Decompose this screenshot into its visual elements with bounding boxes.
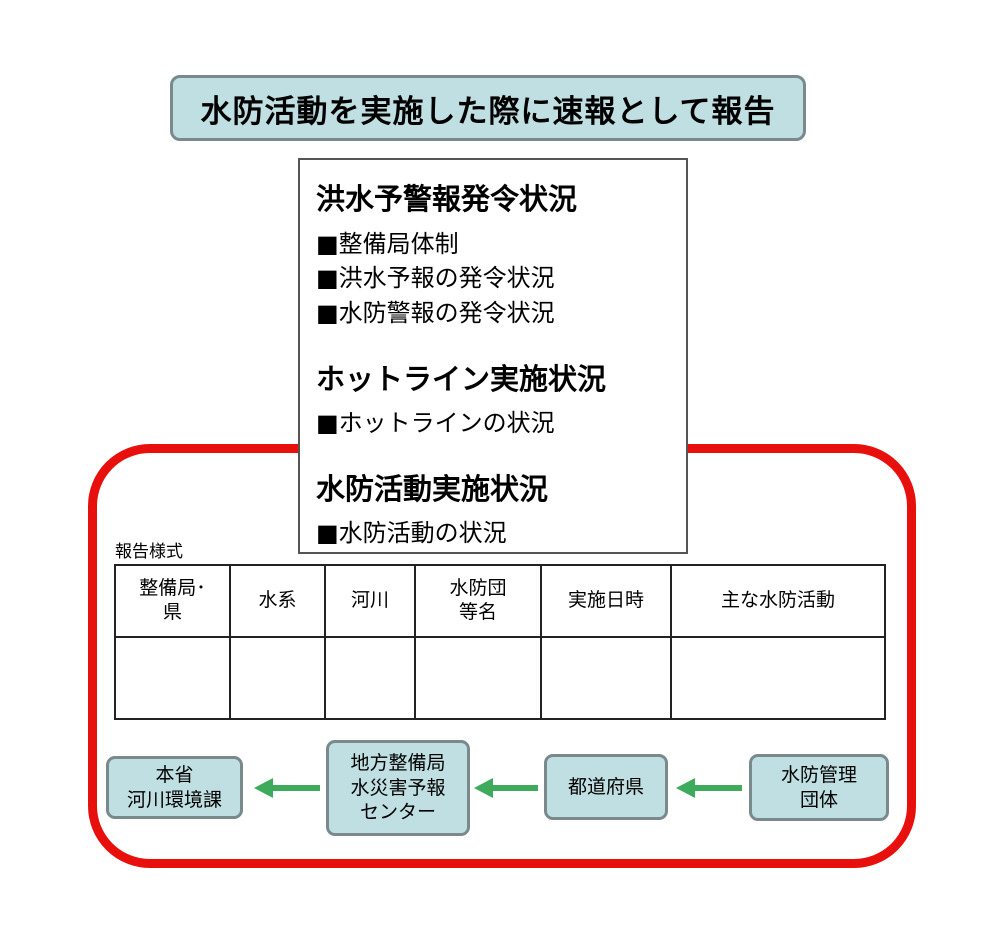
flow-box-flood-management: 水防管理 団体 [749,754,889,821]
flow-line: センター [359,801,436,824]
section-heading-flood-fighting: 水防活動実施状況 [316,472,549,506]
table-cell [229,636,326,720]
item-flood-forecast: ■洪水予報の発令状況 [316,264,555,292]
col-header-river-system: 水系 [229,564,326,638]
col-header-line: 水防団 [449,577,507,600]
title-text: 水防活動を実施した際に速報として報告 [200,93,776,130]
col-header-line: 主な水防活動 [720,589,835,612]
col-header-line: 河川 [350,589,389,612]
flow-line: 水災害予報 [350,776,446,799]
col-header-flood-corps: 水防団 等名 [414,564,542,638]
col-header-line: 県 [162,601,182,623]
col-header-line: 等名 [458,601,497,623]
status-info-box: 洪水予警報発令状況 ■整備局体制 ■洪水予報の発令状況 ■水防警報の発令状況 ホ… [298,158,688,554]
report-form-table: 整備局･ 県 水系 河川 水防団 等名 実施日時 主な水防活動 [114,564,886,720]
section-heading-flood-warning: 洪水予警報発令状況 [316,182,578,216]
arrow-left-icon [254,778,320,798]
table-header-row: 整備局･ 県 水系 河川 水防団 等名 実施日時 主な水防活動 [114,564,886,638]
table-row [114,636,886,720]
table-cell [540,636,672,720]
flow-line: 河川環境課 [126,788,222,811]
table-cell [324,636,416,720]
item-hotline-status: ■ホットラインの状況 [316,409,555,437]
flow-line: 都道府県 [567,775,644,798]
flow-line: 団体 [799,788,838,811]
flow-line: 地方整備局 [350,751,446,774]
item-flood-fighting-warning: ■水防警報の発令状況 [316,299,555,327]
col-header-line: 整備局･ [139,577,206,600]
item-flood-fighting-status: ■水防活動の状況 [316,519,507,547]
page-title: 水防活動を実施した際に速報として報告 [170,75,806,141]
table-cell [114,636,231,720]
flow-line: 水防管理 [780,763,857,786]
flow-box-prefecture: 都道府県 [544,754,668,820]
flow-box-ministry: 本省 河川環境課 [106,756,243,819]
table-cell [670,636,886,720]
col-header-line: 水系 [258,589,297,612]
report-form-label: 報告様式 [115,542,183,562]
col-header-line: 実施日時 [567,589,644,612]
col-header-datetime: 実施日時 [540,564,672,638]
flow-line: 本省 [155,763,194,786]
col-header-river: 河川 [324,564,416,638]
item-bureau-system: ■整備局体制 [316,230,459,258]
col-header-main-activity: 主な水防活動 [670,564,886,638]
section-heading-hotline: ホットライン実施状況 [316,362,607,396]
flow-box-regional-bureau: 地方整備局 水災害予報 センター [326,740,470,836]
arrow-left-icon [676,778,742,798]
col-header-bureau-prefecture: 整備局･ 県 [114,564,231,638]
arrow-left-icon [474,778,538,798]
table-cell [414,636,542,720]
